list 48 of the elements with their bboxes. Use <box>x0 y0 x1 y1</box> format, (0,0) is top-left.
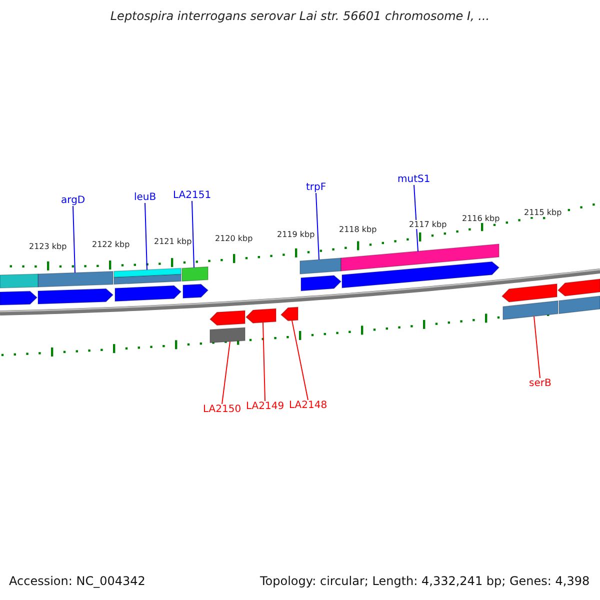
scale-label: 2121 kbp <box>154 237 192 246</box>
leader-line <box>222 341 230 404</box>
leader-line <box>72 206 76 274</box>
leader-line <box>292 320 308 400</box>
gene-feature <box>209 310 246 326</box>
gene-label: LA2148 <box>289 400 328 411</box>
gene-feature <box>280 306 298 322</box>
leader-line <box>414 184 418 252</box>
leader-line <box>316 192 320 260</box>
leader-line <box>262 322 266 402</box>
scale-label: 2120 kbp <box>215 234 253 243</box>
gene-label: mutS1 <box>398 174 430 185</box>
scale-label: 2119 kbp <box>277 230 315 239</box>
gene-label: serB <box>529 378 552 389</box>
gene-feature <box>245 308 276 324</box>
gene-label: LA2151 <box>173 190 212 201</box>
gene-feature <box>182 284 209 299</box>
gene-feature <box>557 278 600 296</box>
leader-line <box>192 200 194 268</box>
scale-label: 2116 kbp <box>462 214 500 223</box>
leader-line <box>144 202 148 270</box>
scale-label: 2117 kbp <box>409 220 447 229</box>
gene-feature <box>0 290 38 306</box>
gene-feature <box>558 296 600 314</box>
gene-feature <box>210 327 246 344</box>
scale-label: 2115 kbp <box>524 208 562 217</box>
gene-feature <box>300 258 342 274</box>
gene-label: trpF <box>306 182 326 193</box>
gene-label: LA2149 <box>246 401 284 412</box>
gene-feature <box>300 275 342 292</box>
scale-label: 2122 kbp <box>92 240 130 249</box>
scale-label: 2123 kbp <box>29 242 67 251</box>
gene-feature <box>502 300 558 320</box>
gene-feature <box>0 274 38 288</box>
gene-feature <box>342 261 500 288</box>
gene-feature <box>182 266 208 282</box>
gene-label: leuB <box>134 192 156 203</box>
footer-text: Accession: NC_004342 <box>9 574 146 588</box>
title: Leptospira interrogans serovar Lai str. 56601 chromosome I, ... <box>109 9 491 23</box>
gene-feature <box>38 270 114 288</box>
gene-label: argD <box>61 195 86 206</box>
gene-label: LA2150 <box>203 404 242 415</box>
footer-text: Topology: circular; Length: 4,332,241 bp; Genes: 4,398 <box>260 574 590 588</box>
scale-label: 2118 kbp <box>339 225 377 234</box>
gene-feature <box>340 244 500 272</box>
gene-feature <box>114 268 182 285</box>
gene-feature <box>501 283 558 302</box>
leader-line <box>534 316 540 378</box>
